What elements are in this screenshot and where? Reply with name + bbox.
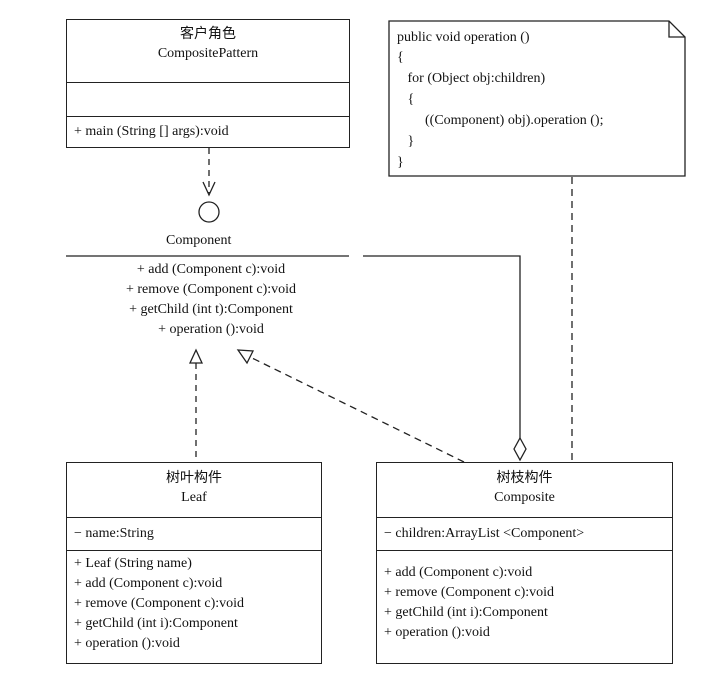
composite-class-attributes: − children:ArrayList <Component> bbox=[377, 518, 672, 551]
leaf-class: 树叶构件 Leaf − name:String + Leaf (String n… bbox=[66, 462, 322, 664]
composite-method-getchild: + getChild (int i):Component bbox=[384, 605, 548, 620]
composite-method-add: + add (Component c):void bbox=[384, 565, 533, 580]
composite-attr-children: − children:ArrayList <Component> bbox=[384, 526, 585, 541]
note-line: ((Component) obj).operation (); bbox=[397, 113, 604, 128]
leaf-class-title-en: Leaf bbox=[181, 490, 207, 505]
leaf-class-title-cn: 树叶构件 bbox=[166, 470, 222, 486]
leaf-class-header: 树叶构件 Leaf bbox=[67, 463, 321, 518]
note-line: } bbox=[397, 134, 415, 149]
composite-class: 树枝构件 Composite − children:ArrayList <Com… bbox=[376, 462, 673, 664]
composite-class-methods: + add (Component c):void + remove (Compo… bbox=[377, 551, 672, 643]
leaf-method-operation: + operation ():void bbox=[74, 636, 180, 651]
note-shape bbox=[388, 20, 686, 177]
client-class: 客户角色 CompositePattern + main (String [] … bbox=[66, 19, 350, 148]
leaf-method-getchild: + getChild (int i):Component bbox=[74, 616, 238, 631]
composite-realization-arrowhead bbox=[236, 349, 255, 365]
component-interface-operations: + add (Component c):void + remove (Compo… bbox=[66, 260, 356, 340]
component-op-remove: + remove (Component c):void bbox=[125, 282, 297, 297]
leaf-method-remove: + remove (Component c):void bbox=[74, 596, 245, 611]
composite-realization-line bbox=[249, 356, 465, 463]
leaf-method-add: + add (Component c):void bbox=[74, 576, 223, 591]
leaf-attr-name: − name:String bbox=[74, 526, 154, 541]
leaf-class-methods: + Leaf (String name) + add (Component c)… bbox=[67, 551, 321, 654]
note-line: { bbox=[397, 50, 404, 65]
component-op-getchild: + getChild (int t):Component bbox=[129, 302, 293, 317]
composite-class-title-en: Composite bbox=[494, 490, 555, 505]
note-line: { bbox=[397, 92, 415, 107]
component-op-operation: + operation ():void bbox=[158, 322, 264, 337]
composite-method-remove: + remove (Component c):void bbox=[384, 585, 555, 600]
leaf-class-attributes: − name:String bbox=[67, 518, 321, 551]
client-class-title-en: CompositePattern bbox=[157, 46, 259, 61]
client-class-methods: + main (String [] args):void bbox=[67, 117, 349, 142]
leaf-realization-arrowhead bbox=[188, 348, 204, 364]
component-op-add: + add (Component c):void bbox=[136, 262, 286, 277]
leaf-method-constructor: + Leaf (String name) bbox=[74, 556, 192, 571]
note-fold bbox=[668, 21, 685, 38]
component-interface-lollipop bbox=[198, 201, 220, 223]
composite-class-title-cn: 树枝构件 bbox=[496, 470, 553, 486]
component-interface-name: Component bbox=[166, 233, 232, 248]
aggregation-diamond bbox=[513, 436, 527, 462]
client-class-title-cn: 客户角色 bbox=[180, 26, 236, 42]
note-line: public void operation () bbox=[397, 30, 530, 45]
client-class-header: 客户角色 CompositePattern bbox=[67, 20, 349, 83]
note-line: } bbox=[397, 155, 404, 170]
client-class-attributes bbox=[67, 83, 349, 117]
composite-class-header: 树枝构件 Composite bbox=[377, 463, 672, 518]
aggregation-line bbox=[363, 255, 521, 438]
client-dependency-arrowhead bbox=[202, 181, 216, 197]
composite-method-operation: + operation ():void bbox=[384, 625, 490, 640]
client-method-main: + main (String [] args):void bbox=[74, 124, 229, 139]
note-line: for (Object obj:children) bbox=[397, 71, 546, 86]
